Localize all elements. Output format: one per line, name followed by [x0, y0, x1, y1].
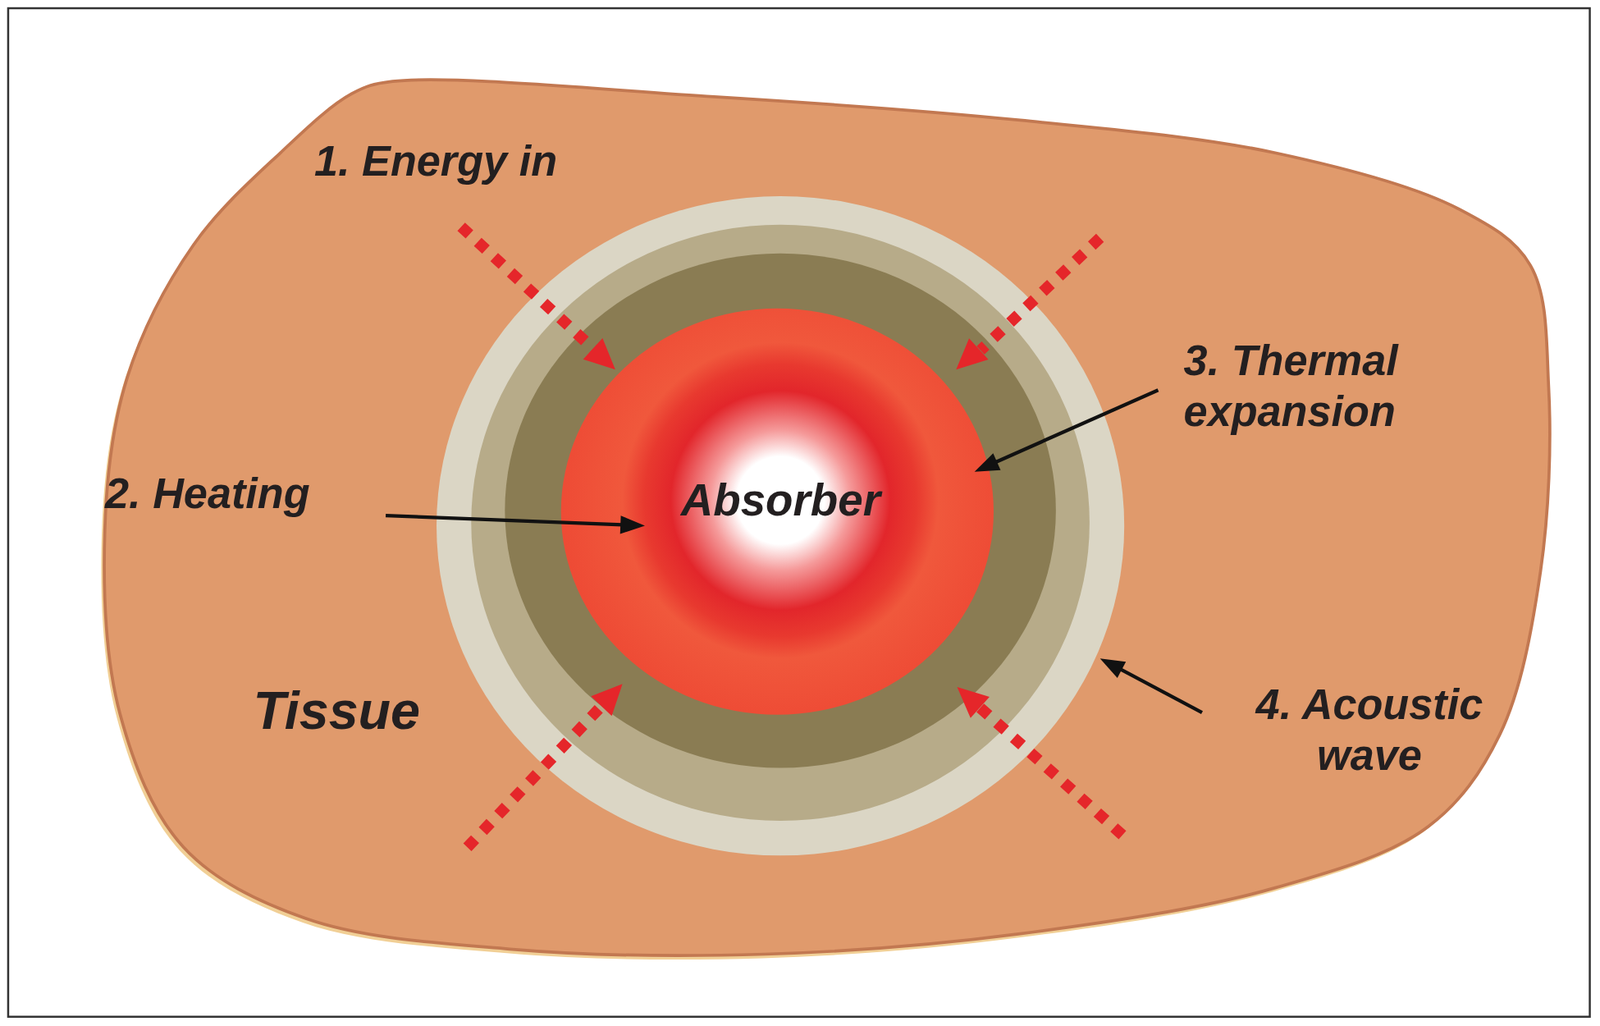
absorber-label: Absorber	[681, 473, 881, 527]
absorber-circle-shape	[436, 196, 1125, 855]
tissue-outline	[104, 79, 1550, 956]
region-label: Tissue	[252, 679, 421, 743]
figure-border	[8, 8, 1591, 1017]
absorber-circle: Absorber	[436, 196, 1125, 855]
step-label: 3. Thermal expansion	[1184, 334, 1440, 437]
expansion-ring	[505, 252, 1057, 768]
step-label: 4. Acoustic wave	[1236, 678, 1502, 781]
tissue-region: AbsorberTissue	[101, 76, 1551, 960]
step-label: 2. Heating	[105, 467, 311, 519]
acoustic-wave-ring	[471, 224, 1091, 821]
acoustic-wave-ring	[436, 196, 1125, 855]
step-label: 1. Energy in	[314, 135, 558, 187]
heated-absorber	[561, 308, 994, 715]
